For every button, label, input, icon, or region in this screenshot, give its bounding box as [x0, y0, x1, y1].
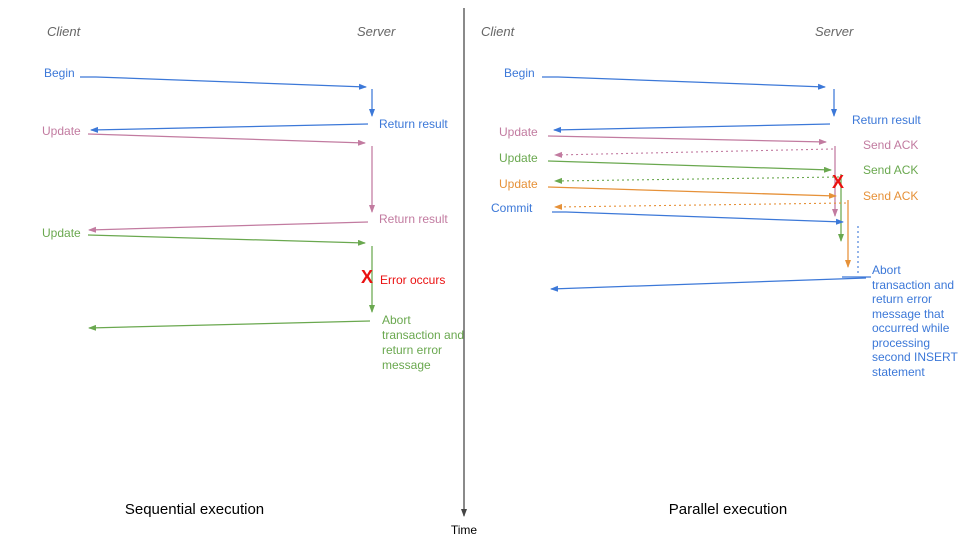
left-error-label: Error occurs [380, 273, 446, 287]
right-return-result-label: Return result [852, 113, 921, 127]
left-update-2-label: Update [42, 226, 81, 240]
left-return-result-1-arrow [90, 123, 369, 133]
right-send-ack-1-dotted-arrow [554, 148, 834, 158]
right-client-label: Client [481, 24, 515, 39]
right-commit-request-arrow [552, 211, 844, 225]
right-return-result-arrow [553, 123, 831, 133]
left-panel-title: Sequential execution [124, 501, 265, 518]
left-client-label: Client [47, 24, 81, 39]
time-axis-label: Time [450, 523, 478, 537]
right-error-x-icon: X [832, 172, 845, 192]
right-begin-request-arrow [542, 76, 826, 90]
right-abort-label: Abort transaction and return error messa… [872, 263, 958, 379]
left-update-1-request-arrow [87, 133, 366, 146]
right-abort-return-arrow [550, 277, 867, 292]
left-return-result-2-arrow [88, 221, 369, 233]
left-update-2-request-arrow [87, 234, 366, 246]
right-update-1-request-arrow [547, 135, 827, 145]
right-send-ack-1-label: Send ACK [863, 138, 919, 152]
left-return-result-1-label: Return result [379, 117, 448, 131]
right-update-2-request-arrow [547, 160, 832, 173]
left-begin-label: Begin [44, 66, 75, 80]
left-server-label: Server [357, 24, 396, 39]
right-panel-title: Parallel execution [668, 501, 788, 518]
right-update-3-request-arrow [547, 186, 837, 199]
left-begin-request-arrow [80, 76, 367, 90]
right-send-ack-3-dotted-arrow [554, 202, 847, 210]
right-send-ack-3-label: Send ACK [863, 189, 919, 203]
right-send-ack-2-dotted-arrow [554, 176, 840, 184]
right-update-3-label: Update [499, 177, 538, 191]
right-commit-label: Commit [491, 201, 533, 215]
right-update-1-label: Update [499, 125, 538, 139]
right-send-ack-2-label: Send ACK [863, 163, 919, 177]
left-return-result-2-label: Return result [379, 212, 448, 226]
right-server-label: Server [815, 24, 854, 39]
left-update-1-label: Update [42, 124, 81, 138]
left-abort-label: Abort transaction and return error messa… [382, 313, 465, 372]
right-update-2-label: Update [499, 151, 538, 165]
left-abort-return-arrow [88, 320, 371, 331]
left-error-x-icon: X [361, 267, 374, 287]
right-begin-label: Begin [504, 66, 535, 80]
